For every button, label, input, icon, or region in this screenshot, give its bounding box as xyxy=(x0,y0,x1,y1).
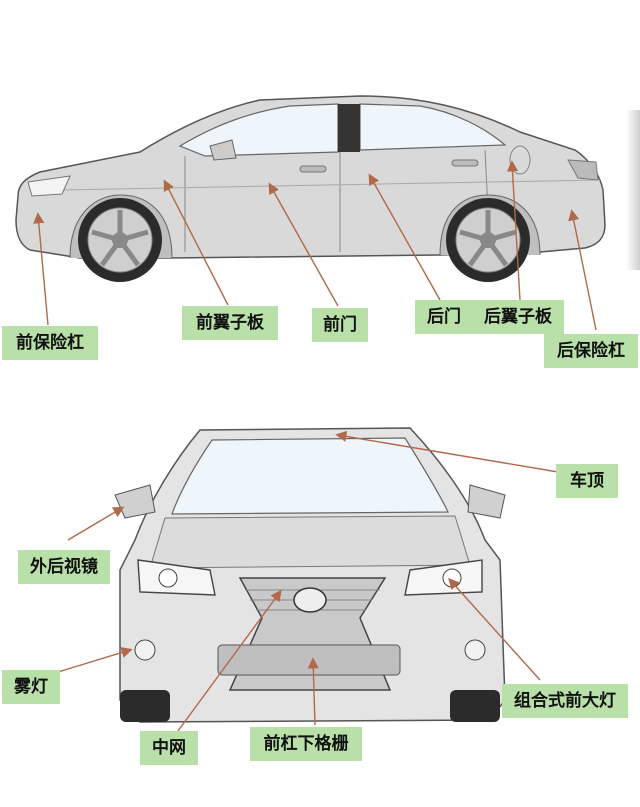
arrow-front-door xyxy=(268,182,339,307)
arrow-rear-door xyxy=(368,173,441,301)
side-b-pillar xyxy=(338,104,360,152)
label-front-fender: 前翼子板 xyxy=(182,306,278,340)
right-fog-light xyxy=(464,639,486,661)
label-lower-grille: 前杠下格栅 xyxy=(250,727,362,761)
arrow-rear-bumper xyxy=(568,209,597,331)
arrow-rear-fender xyxy=(506,160,521,301)
label-headlight: 组合式前大灯 xyxy=(502,684,628,718)
arrow-fog-light xyxy=(57,647,133,673)
label-roof: 车顶 xyxy=(556,464,618,498)
side-view-car xyxy=(15,95,606,282)
arrow-side-mirror xyxy=(67,506,125,541)
arrow-grille xyxy=(174,589,282,736)
edge-shadow xyxy=(626,110,640,270)
brand-emblem xyxy=(293,587,327,613)
label-front-bumper: 前保险杠 xyxy=(2,326,98,360)
label-rear-fender: 后翼子板 xyxy=(472,300,564,334)
windshield xyxy=(171,437,449,515)
side-front-wheel xyxy=(78,198,162,282)
side-taillight xyxy=(567,159,599,181)
label-rear-door: 后门 xyxy=(415,300,473,334)
side-headlight xyxy=(27,175,71,197)
arrow-front-bumper xyxy=(33,212,49,326)
label-fog-light: 雾灯 xyxy=(2,670,60,704)
arrow-front-fender xyxy=(163,179,229,306)
right-side-mirror xyxy=(467,484,506,519)
front-view-car xyxy=(114,427,506,723)
side-rear-window xyxy=(359,103,507,151)
arrow-lower-grille xyxy=(307,657,319,726)
side-rear-wheel xyxy=(446,198,530,282)
arrow-roof xyxy=(335,430,559,473)
label-rear-bumper: 后保险杠 xyxy=(544,334,638,368)
label-front-door: 前门 xyxy=(312,308,368,342)
label-side-mirror: 外后视镜 xyxy=(18,550,110,584)
left-fog-light xyxy=(134,639,156,661)
arrow-headlight xyxy=(448,577,541,681)
label-grille: 中网 xyxy=(140,731,198,765)
side-mirror xyxy=(209,139,237,161)
